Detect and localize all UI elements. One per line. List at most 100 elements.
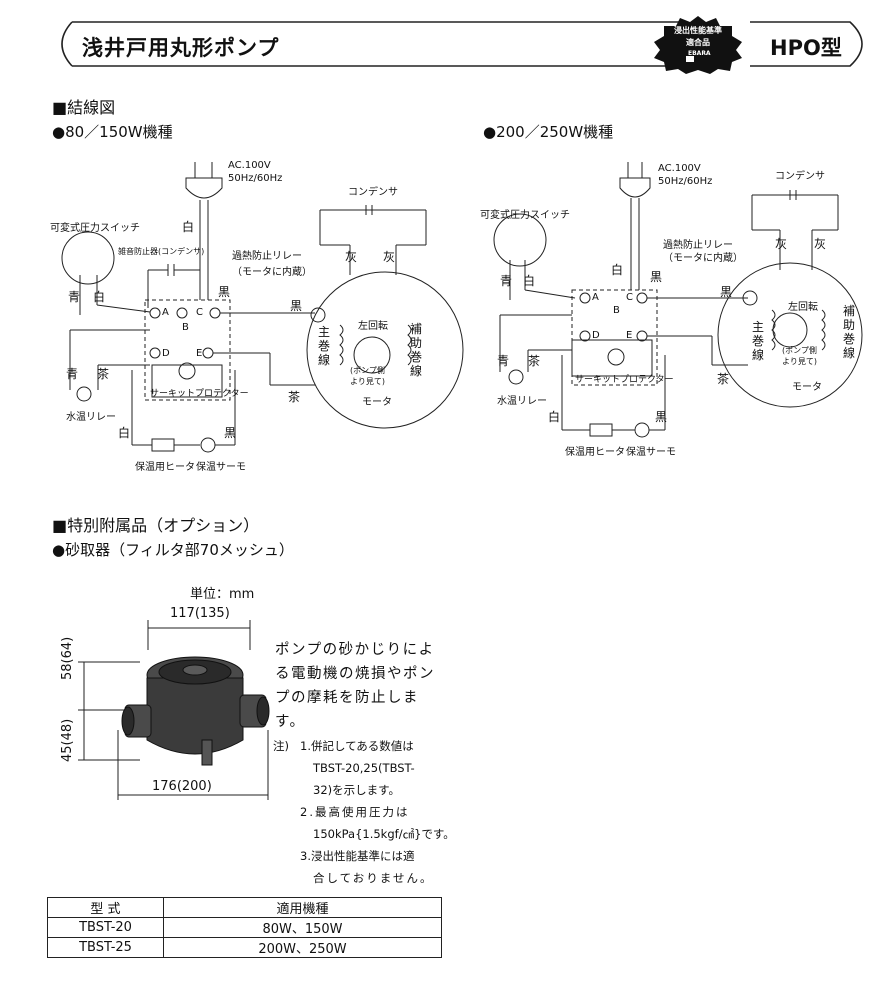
right-motor-label: モータ	[792, 382, 822, 393]
dim-upper-label: 58(64)	[60, 636, 75, 680]
model-name: HPO型	[770, 36, 842, 60]
notes-label: 注)	[273, 739, 289, 753]
right-power-line1: AC.100V	[658, 163, 701, 174]
seal-line1: 浸出性能基準	[674, 26, 722, 35]
left-gray-1: 灰	[345, 250, 358, 264]
left-relay-label2: （モータに内蔵）	[232, 267, 312, 278]
right-black-bottom: 黒	[655, 410, 668, 424]
right-condenser-label: コンデンサ	[775, 171, 825, 182]
table-cell-application: 200W、250W	[163, 937, 442, 958]
right-blue-top: 青	[500, 274, 513, 288]
page-title: 浅井戸用丸形ポンプ	[82, 36, 280, 60]
right-black-relay: 黒	[720, 285, 733, 299]
left-black-c: 黒	[218, 285, 231, 299]
conformity-seal-icon	[654, 16, 742, 74]
right-rotation-label: 左回転	[788, 302, 818, 313]
left-main-winding: 主巻線	[318, 325, 331, 367]
table-header-model: 型 式	[47, 897, 164, 918]
right-switch-label: 可変式圧力スイッチ	[480, 210, 570, 221]
table-header-application: 適用機種	[163, 897, 442, 918]
dim-lower-label: 45(48)	[60, 718, 75, 762]
left-motor-label: モータ	[362, 397, 392, 408]
wiring-left-heading: ●80／150W機種	[52, 123, 173, 141]
note1-line1: 1.併記してある数値は	[300, 739, 414, 753]
right-gray-1: 灰	[775, 237, 788, 251]
seal-brand: EBARA	[688, 50, 711, 57]
left-blue-top: 青	[68, 290, 81, 304]
table-header-row: 型 式 適用機種	[47, 897, 442, 918]
left-power-line2: 50Hz/60Hz	[228, 173, 283, 184]
wiring-diagram-right	[493, 162, 863, 438]
right-aux-winding: 補助巻線	[843, 304, 856, 360]
left-heater-label: 保温用ヒータ	[135, 462, 195, 473]
table-cell-model: TBST-20	[47, 917, 164, 938]
left-white-sw: 白	[93, 290, 106, 304]
accessory-heading: ■特別附属品（オプション）	[52, 516, 260, 535]
right-white-bottom: 白	[548, 410, 561, 424]
wiring-right-heading: ●200／250W機種	[483, 123, 614, 141]
left-white-top: 白	[182, 220, 195, 234]
right-relay-label1: 過熱防止リレー	[663, 240, 733, 251]
sand-separator-drawing	[78, 620, 270, 800]
left-pump-side: (ポンプ側より見て)	[350, 366, 385, 386]
left-power-line1: AC.100V	[228, 160, 271, 171]
left-noise-filter-label: 雑音防止器(コンデンサ)	[118, 247, 205, 256]
left-terminal-e: E	[196, 348, 203, 359]
right-terminal-d: D	[592, 330, 600, 341]
left-protector-label: サーキットプロテクター	[150, 389, 249, 399]
right-water-relay: 水温リレー	[497, 396, 547, 407]
right-protector-label: サーキットプロテクター	[575, 375, 674, 385]
right-terminal-c: C	[626, 292, 633, 303]
table-cell-application: 80W、150W	[163, 917, 442, 938]
left-condenser-label: コンデンサ	[348, 187, 398, 198]
left-terminal-a: A	[162, 307, 169, 318]
left-terminal-c: C	[196, 307, 203, 318]
left-gray-2: 灰	[383, 250, 396, 264]
left-brown-bottom: 茶	[97, 367, 110, 381]
note3-line2: 合しておりません。	[313, 871, 434, 885]
right-power-line2: 50Hz/60Hz	[658, 176, 713, 187]
right-thermo-label: 保温サーモ	[626, 447, 676, 458]
right-brown-bottom: 茶	[528, 354, 541, 368]
left-aux-winding: 補助巻線	[410, 322, 423, 378]
table-row: TBST-25 200W、250W	[47, 937, 442, 958]
left-switch-label: 可変式圧力スイッチ	[50, 223, 140, 234]
dim-bottom-label: 176(200)	[152, 779, 212, 794]
right-white-top: 白	[611, 263, 624, 277]
table-row: TBST-20 80W、150W	[47, 917, 442, 938]
left-relay-label1: 過熱防止リレー	[232, 251, 302, 262]
note1-line2: TBST-20,25(TBST-	[313, 761, 415, 775]
left-brown-motor: 茶	[288, 390, 301, 404]
note1-line3: 32)を示します。	[313, 783, 400, 797]
seal-line2: 適合品	[686, 38, 710, 47]
left-blue-bottom: 青	[66, 367, 79, 381]
right-brown-motor: 茶	[717, 372, 730, 386]
right-gray-2: 灰	[814, 237, 827, 251]
left-terminal-b: B	[182, 322, 189, 333]
right-main-winding: 主巻線	[752, 320, 765, 362]
left-black-relay: 黒	[290, 299, 303, 313]
right-heater-label: 保温用ヒータ	[565, 447, 625, 458]
right-white-sw: 白	[523, 274, 536, 288]
right-terminal-e: E	[626, 330, 633, 341]
accessory-description: ポンプの砂かじりによる電動機の焼損やポンプの摩耗を防止します。	[275, 642, 435, 730]
left-black-bottom: 黒	[224, 426, 237, 440]
right-terminal-a: A	[592, 292, 599, 303]
left-water-relay: 水温リレー	[66, 412, 116, 423]
table-cell-model: TBST-25	[47, 937, 164, 958]
note3-line1: 3.浸出性能基準には適	[300, 849, 415, 863]
right-pump-side: (ポンプ側より見て)	[782, 346, 817, 366]
header-banner	[61, 21, 863, 67]
left-white-bottom: 白	[118, 426, 131, 440]
accessory-subheading: ●砂取器（フィルタ部70メッシュ）	[52, 541, 294, 559]
note2-line2: 150kPa{1.5kgf/㎠}です。	[313, 827, 455, 841]
wiring-heading: ■結線図	[52, 98, 116, 117]
note2-line1: 2.最高使用圧力は	[300, 805, 410, 819]
right-blue-bottom: 青	[497, 354, 510, 368]
dim-top-label: 117(135)	[170, 606, 230, 621]
left-terminal-d: D	[162, 348, 170, 359]
wiring-diagram-left	[61, 162, 464, 453]
left-rotation-label: 左回転	[358, 321, 388, 332]
unit-label: 単位：mm	[190, 587, 255, 602]
right-black-c: 黒	[650, 270, 663, 284]
